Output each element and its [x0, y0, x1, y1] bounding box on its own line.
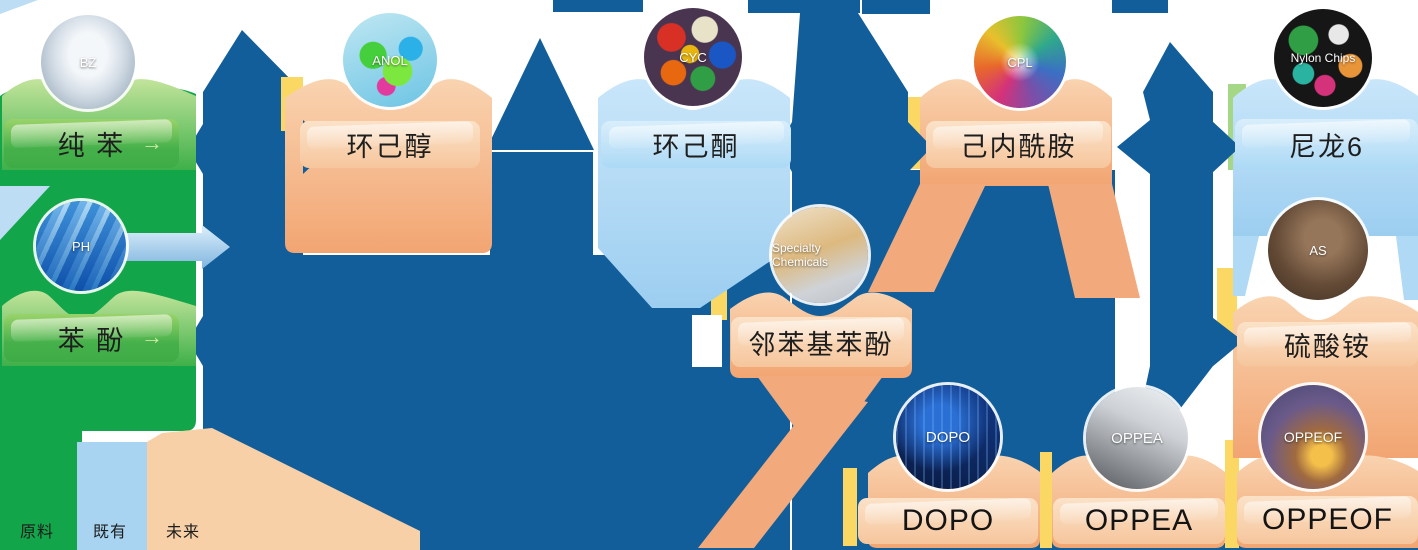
- corner-wedge: [0, 0, 38, 14]
- central-flow-mass: [303, 152, 790, 550]
- node-ammonium-sulfate-label: 硫酸铵: [1284, 331, 1371, 362]
- photo-cyclohexanol: ANOL: [343, 13, 437, 107]
- badge-dopo: DOPO: [925, 428, 971, 446]
- legend-swatch-future: [147, 428, 420, 550]
- node-benzene: 纯 苯 →: [4, 119, 179, 168]
- badge-caprolactam: CPL: [1007, 54, 1033, 70]
- arrow-caprolactam-to-nylon6: [1117, 42, 1243, 422]
- node-caprolactam-label: 己内酰胺: [960, 132, 1077, 162]
- node-benzene-label: 纯 苯: [57, 131, 126, 161]
- photo-cyclohexanone: CYC: [644, 8, 742, 106]
- arrow-cyclohexanone-to-caprolactam: [778, 13, 932, 172]
- badge-oppeof: OPPEOF: [1283, 429, 1343, 445]
- right-flow-mass: [792, 170, 1115, 550]
- badge-benzene: BZ: [79, 54, 97, 70]
- node-caprolactam: 己内酰胺: [926, 121, 1111, 168]
- photo-oppea: OPPEA: [1086, 387, 1188, 489]
- node-phenol-label: 苯 酚: [57, 325, 126, 356]
- caprolactam-arm-left: [868, 184, 986, 292]
- node-dopo-label: DOPO: [901, 504, 995, 537]
- photo-caprolactam: CPL: [974, 16, 1066, 108]
- node-cyclohexanol: 环己醇: [300, 121, 480, 168]
- dot: [500, 144, 506, 150]
- node-nylon6-label: 尼龙6: [1288, 131, 1365, 162]
- node-oppeof-label: OPPEOF: [1261, 503, 1394, 536]
- opp-dopo-ribbon: [698, 392, 868, 548]
- nylon6-wing-right: [1396, 236, 1418, 300]
- node-dopo: DOPO: [858, 498, 1038, 544]
- badge-nylon6: Nylon Chips: [1290, 51, 1356, 65]
- legend-swatch-existing: [77, 442, 147, 550]
- node-oppea: OPPEA: [1053, 498, 1225, 544]
- photo-phenol: PH: [36, 201, 126, 291]
- badge-oppea: OPPEA: [1111, 429, 1163, 447]
- badge-cyclohexanone: CYC: [679, 49, 707, 65]
- node-phenol: 苯 酚 →: [4, 314, 179, 362]
- caprolactam-arm-right: [1048, 184, 1140, 298]
- badge-phenol: PH: [71, 238, 91, 254]
- badge-opp: Specialty Chemicals: [772, 241, 829, 269]
- node-oppeof: OPPEOF: [1237, 496, 1418, 544]
- photo-nylon6: Nylon Chips: [1274, 9, 1372, 107]
- node-oppea-label: OPPEA: [1084, 504, 1194, 537]
- photo-oppeof: OPPEOF: [1261, 385, 1365, 489]
- node-opp-label: 邻苯基苯酚: [748, 329, 894, 360]
- node-opp: 邻苯基苯酚: [731, 317, 911, 367]
- flow-arrow-icon: →: [141, 323, 165, 349]
- photo-ammonium-sulfate: AS: [1268, 200, 1368, 300]
- legend-raw-label: 原料: [20, 524, 55, 541]
- photo-dopo: DOPO: [896, 385, 1000, 489]
- photo-benzene: BZ: [41, 15, 135, 109]
- badge-ammonium-sulfate: AS: [1309, 242, 1327, 258]
- nylon6-wing-left: [1233, 236, 1259, 296]
- legend-existing-label: 既有: [93, 524, 128, 541]
- node-cyclohexanone-label: 环己酮: [652, 132, 740, 162]
- node-nylon6: 尼龙6: [1235, 119, 1418, 169]
- node-cyclohexanol-label: 环己醇: [346, 132, 434, 162]
- node-cyclohexanone: 环己酮: [601, 121, 791, 168]
- arrow-cyclohexanol-to-cyclohexanone: [486, 38, 594, 150]
- node-ammonium-sulfate: 硫酸铵: [1237, 322, 1418, 366]
- flow-arrow-icon: →: [141, 129, 165, 155]
- photo-opp: Specialty Chemicals: [772, 207, 868, 303]
- connector-pad: [692, 315, 722, 367]
- legend-future-label: 未来: [166, 524, 201, 541]
- badge-cyclohexanol: ANOL: [372, 52, 408, 68]
- phenol-arrow-tail: [0, 186, 50, 240]
